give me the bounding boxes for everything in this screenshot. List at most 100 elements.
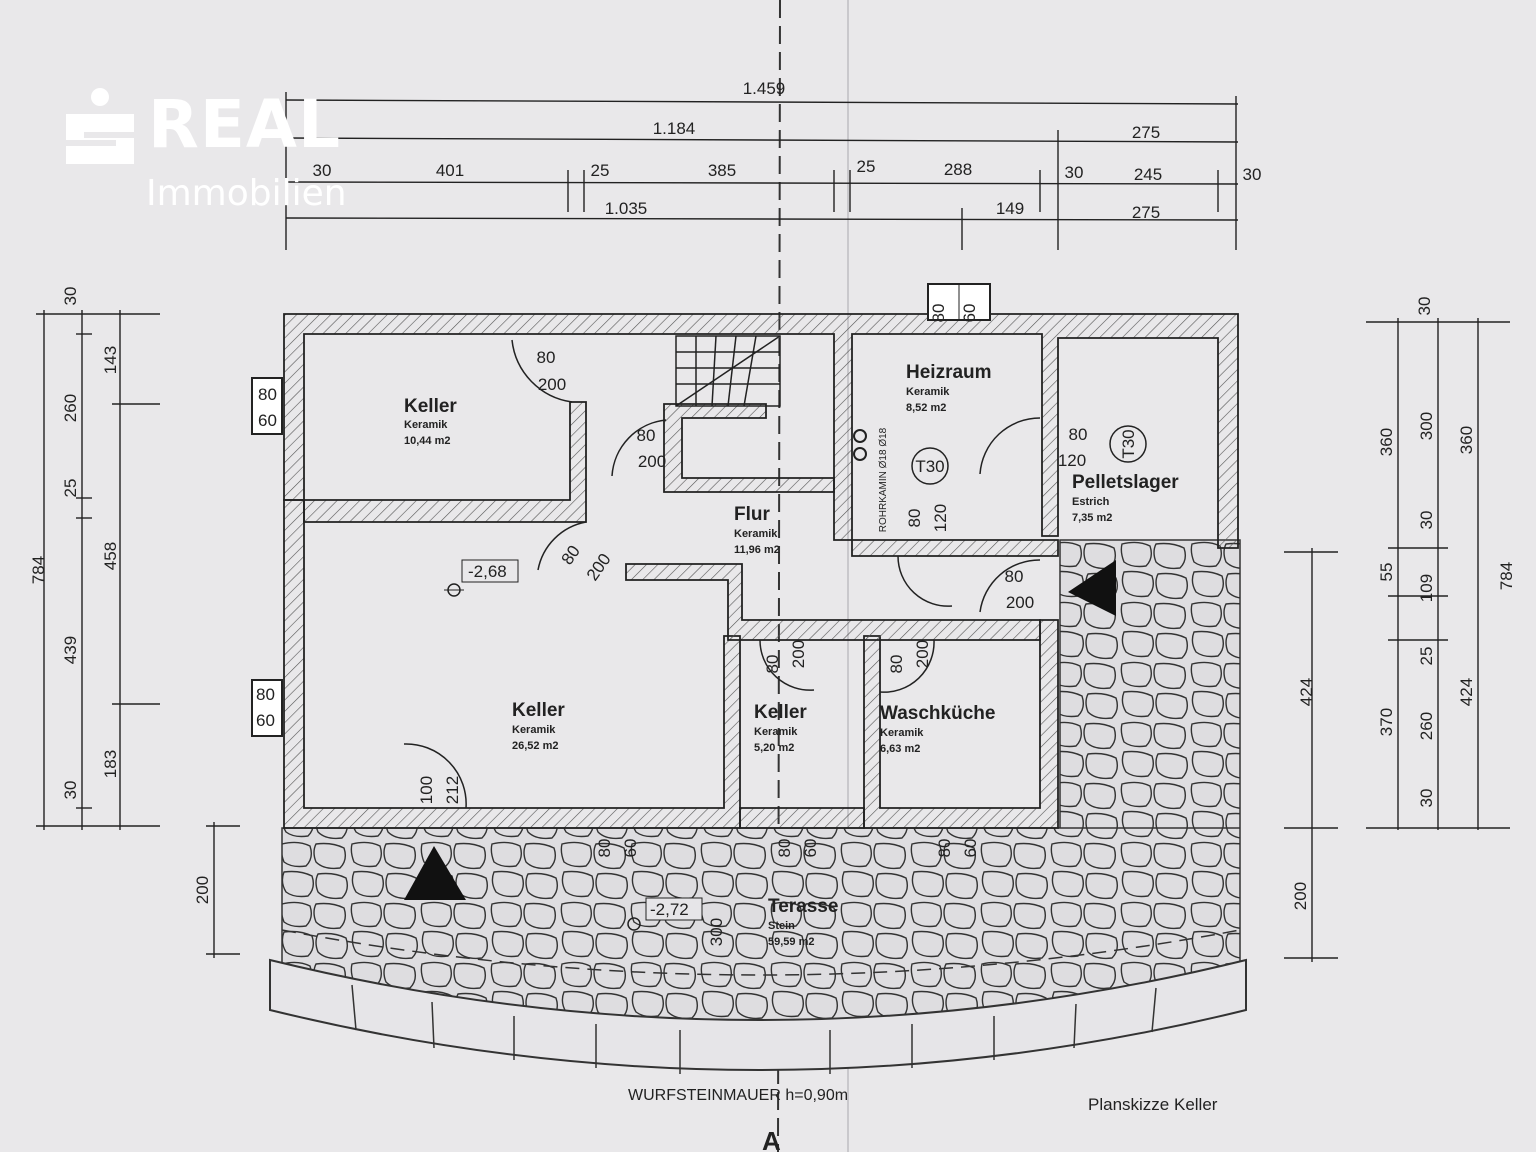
door8-h: 200 [1006,593,1034,612]
dim-left-terrace: 200 [193,876,212,904]
dim-row3-1: 401 [436,161,464,180]
win-terr-2w: 80 [775,839,794,858]
room-terasse: Terasse Stein 59,59 m2 [768,896,838,948]
wall-note: WURFSTEINMAUER h=0,90m [628,1087,848,1104]
dim-right-outer-terrace: 200 [1291,882,1310,910]
fire-rating-label: T30 [915,457,944,476]
dim-row3-6: 30 [1065,163,1084,182]
door6-h: 120 [931,504,950,532]
door5-h: 200 [913,640,932,668]
room-waschkueche: Waschküche Keramik 6,63 m2 [880,703,995,755]
door2-h: 200 [638,452,666,471]
left-dimension-lines [36,310,240,958]
chimney [853,283,991,461]
dim-left-inner-3: 439 [61,636,80,664]
room-name: Keller [754,702,807,723]
entrance-h: 212 [443,776,462,804]
dim-right-inner-2: 370 [1377,708,1396,736]
room-area: 7,35 m2 [1072,512,1112,524]
room-area: 10,44 m2 [404,435,450,447]
dim-left-total: 784 [29,556,48,584]
room-area: 59,59 m2 [768,936,814,948]
win-terr-3w: 80 [935,839,954,858]
room-material: Keramik [512,724,556,736]
room-area: 26,52 m2 [512,740,558,752]
dim-left-inner-1: 260 [61,394,80,422]
terrace-height: 300 [707,918,726,946]
room-name: Pelletslager [1072,472,1179,493]
dim-right-inner2-5: 260 [1417,712,1436,740]
sparkasse-s-icon [66,88,134,164]
door5-w: 80 [887,655,906,674]
dim-right-inner2-3: 109 [1417,574,1436,602]
dim-row3-8: 30 [1243,165,1262,184]
room-area: 5,20 m2 [754,742,794,754]
room-flur: Flur Keramik 11,96 m2 [734,504,780,556]
room-name: Terasse [768,896,838,917]
level-terrace: -2,72 [650,900,689,919]
win-terr-1w: 80 [595,839,614,858]
dim-right-inner2-1: 300 [1417,412,1436,440]
door7-w: 80 [1069,425,1088,444]
door3-h: 200 [583,550,615,584]
entrance-w: 100 [417,776,436,804]
dim-row3-2: 25 [591,161,610,180]
room-keller-1: Keller Keramik 10,44 m2 [404,396,457,447]
chimney-width: 80 [929,304,948,323]
room-area: 8,52 m2 [906,402,946,414]
door8-w: 80 [1005,567,1024,586]
door3-w: 80 [558,542,584,568]
room-name: Waschküche [880,703,995,724]
room-heizraum: Heizraum Keramik 8,52 m2 [906,362,992,414]
section-line [777,0,781,1152]
room-material: Stein [768,920,795,932]
window-height-1: 60 [258,411,277,430]
dim-total-width: 1.459 [743,79,786,98]
staircase [675,335,781,407]
dim-right-inner2-0: 30 [1415,297,1434,316]
room-material: Keramik [754,726,798,738]
exterior-walls [283,313,1239,829]
entrance-marker-east [1068,560,1116,616]
dim-row3-0: 30 [313,161,332,180]
dim-row2-b: 275 [1132,123,1160,142]
dim-right-inner-1: 55 [1377,563,1396,582]
door4-w: 80 [763,655,782,674]
dim-left-inner-2: 25 [61,479,80,498]
room-area: 11,96 m2 [734,544,780,556]
brand-subtitle: Immobilien [146,173,347,214]
door6-w: 80 [905,509,924,528]
room-name: Flur [734,504,770,525]
dim-right-outer: 424 [1297,678,1316,706]
room-name: Keller [404,396,457,417]
room-material: Estrich [1072,496,1110,508]
dim-right-inner2-6: 30 [1417,789,1436,808]
chimney-depth: 60 [960,304,979,323]
dim-left-open-1: 458 [101,542,120,570]
level-markers [444,559,703,931]
win-terr-3h: 60 [961,839,980,858]
dim-right-inner2-2: 30 [1417,511,1436,530]
level-keller: -2,68 [468,562,507,581]
room-material: Keramik [404,419,448,431]
win-terr-1h: 60 [621,839,640,858]
dim-row2-a: 1.184 [653,119,696,138]
window-width-2: 80 [256,685,275,704]
window-width-1: 80 [258,385,277,404]
dim-row4-0: 1.035 [605,199,648,218]
room-keller-3: Keller Keramik 5,20 m2 [754,702,807,754]
chimney-label: ROHRKAMIN Ø18 Ø18 [878,427,889,532]
door1-w: 80 [537,348,556,367]
door2-w: 80 [637,426,656,445]
fire-door-symbols [911,425,1147,485]
room-name: Heizraum [906,362,992,383]
room-area: 6,63 m2 [880,743,920,755]
dim-row3-5: 288 [944,160,972,179]
windows [251,377,283,737]
door4-h: 200 [789,640,808,668]
section-mark: A [762,1126,781,1152]
dim-right-inner-0: 360 [1377,428,1396,456]
entrance-marker [404,846,466,900]
brand-name: REAL [148,86,342,163]
